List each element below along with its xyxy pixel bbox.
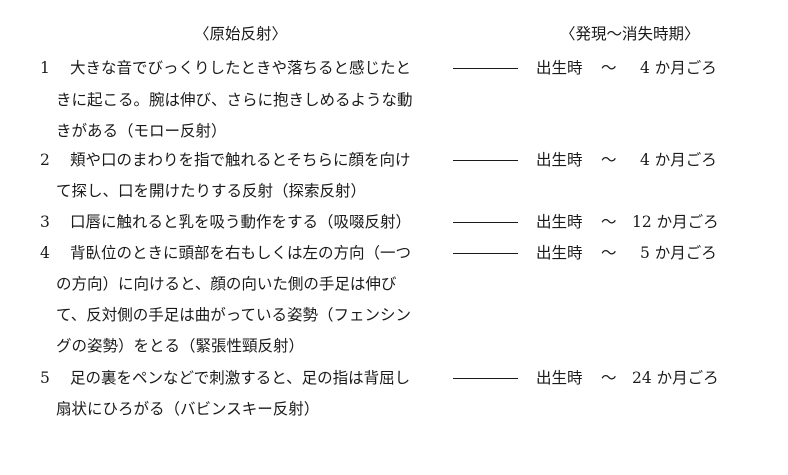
range-tilde: ～	[601, 151, 617, 169]
onset-time: 出生時	[536, 59, 583, 77]
header-primitive-reflex: 〈原始反射〉	[194, 25, 288, 43]
disappearance-time: 12 か月ごろ	[632, 213, 719, 231]
onset-time: 出生時	[536, 369, 583, 387]
item-number: 5	[40, 369, 50, 387]
disappearance-time: 4 か月ごろ	[640, 151, 717, 169]
item-description-line: 足の裏をペンなどで刺激すると、足の指は背屈し	[70, 369, 411, 387]
item-description-line: 頬や口のまわりを指で触れるとそちらに顔を向け	[70, 151, 411, 169]
item-description-line: の方向）に向けると、顔の向いた側の手足は伸び	[56, 275, 397, 293]
item-description-line: グの姿勢）をとる（緊張性頸反射）	[56, 337, 305, 355]
disappearance-time: 24 か月ごろ	[632, 369, 719, 387]
item-description-line: きに起こる。腕は伸び、さらに抱きしめるような動	[56, 91, 413, 109]
disappearance-time: 5 か月ごろ	[640, 244, 717, 262]
connector-dash	[453, 253, 518, 254]
connector-dash	[453, 68, 518, 69]
item-description-line: 扇状にひろがる（バビンスキー反射）	[56, 400, 320, 418]
item-description-line: きがある（モロー反射）	[56, 122, 227, 140]
connector-dash	[453, 160, 518, 161]
range-tilde: ～	[601, 213, 617, 231]
connector-dash	[453, 222, 518, 223]
header-onset-disappearance: 〈発現～消失時期〉	[560, 25, 700, 43]
item-description-line: 大きな音でびっくりしたときや落ちると感じたと	[70, 59, 412, 77]
item-number: 4	[40, 244, 50, 262]
connector-dash	[453, 378, 518, 379]
onset-time: 出生時	[536, 151, 583, 169]
onset-time: 出生時	[536, 213, 583, 231]
range-tilde: ～	[601, 244, 617, 262]
item-description-line: 背臥位のときに頭部を右もしくは左の方向（一つ	[70, 244, 412, 262]
item-number: 1	[40, 59, 50, 77]
onset-time: 出生時	[536, 244, 583, 262]
range-tilde: ～	[601, 59, 617, 77]
range-tilde: ～	[601, 369, 617, 387]
item-number: 2	[40, 151, 50, 169]
item-description-line: て探し、口を開けたりする反射（探索反射）	[56, 182, 367, 200]
disappearance-time: 4 か月ごろ	[640, 59, 717, 77]
item-description-line: 口唇に触れると乳を吸う動作をする（吸啜反射）	[70, 213, 412, 231]
item-number: 3	[40, 213, 50, 231]
item-description-line: て、反対側の手足は曲がっている姿勢（フェンシン	[56, 306, 411, 324]
